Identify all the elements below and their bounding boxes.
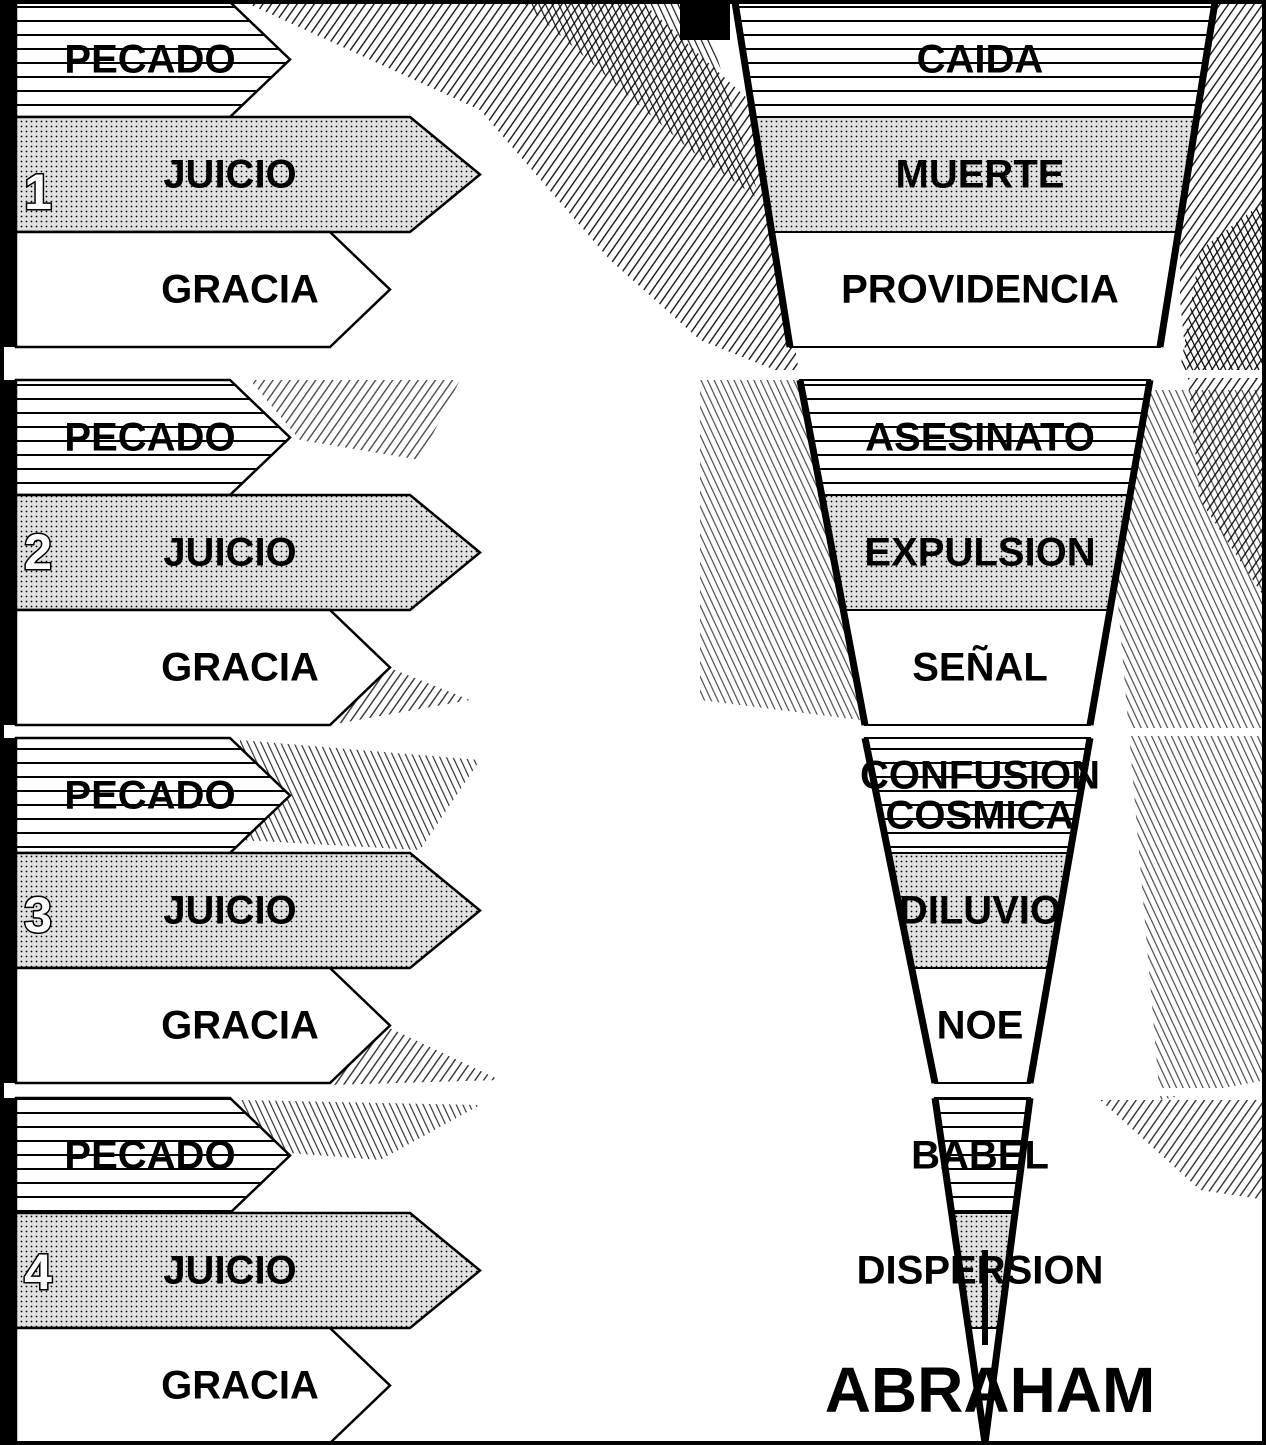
pecado-label: PECADO	[64, 416, 235, 460]
juicio-arrow	[14, 1211, 482, 1330]
gracia-label: GRACIA	[161, 1004, 319, 1048]
band-separator	[0, 728, 1266, 736]
inverted-triangle-outline	[861, 737, 1094, 1084]
inverted-triangle-outline	[931, 1097, 1034, 1444]
dispersion-label: DISPERSION	[857, 1249, 1104, 1293]
muerte-label: MUERTE	[896, 153, 1065, 197]
juicio-arrow	[14, 493, 482, 612]
gracia-arrow	[14, 608, 392, 727]
left-bar	[4, 2, 16, 347]
pecado-arrow	[14, 1096, 292, 1215]
gracia-label: GRACIA	[161, 268, 319, 312]
caida-label: CAIDA	[917, 38, 1044, 82]
cycle-1: PECADO JUICIO GRACIA 1 CAIDA MUERTE PROVIDENCI…	[4, 0, 1219, 349]
pecado-arrow	[14, 736, 292, 855]
expulsion-label: EXPULSION	[864, 531, 1095, 575]
juicio-arrow	[14, 115, 482, 234]
juicio-label: JUICIO	[163, 531, 296, 575]
gracia-label: GRACIA	[161, 646, 319, 690]
gracia-arrow	[14, 1326, 392, 1445]
pecado-arrow	[14, 378, 292, 497]
providencia-label: PROVIDENCIA	[841, 268, 1119, 312]
senal-label: SEÑAL	[912, 644, 1048, 690]
left-bar	[4, 380, 16, 725]
pecado-label: PECADO	[64, 1134, 235, 1178]
pecado-label: PECADO	[64, 774, 235, 818]
juicio-arrow	[14, 851, 482, 970]
abraham-label: ABRAHAM	[825, 1354, 1156, 1426]
cycle-2: PECADO JUICIO GRACIA 2 ASESINATO EXPULSION SEÑ…	[0, 370, 1266, 727]
diluvio-label: DILUVIO	[899, 889, 1061, 933]
band-separator	[0, 1088, 1266, 1096]
asesinato-label: ASESINATO	[865, 416, 1095, 460]
cycle-4: PECADO JUICIO GRACIA 4 BABEL DISPERSION	[0, 1088, 1266, 1445]
noe-label: NOE	[937, 1004, 1024, 1048]
inverted-triangle-outline	[731, 1, 1219, 348]
gracia-arrow	[14, 230, 392, 349]
left-bar	[4, 1098, 16, 1443]
inverted-triangle-outline	[796, 379, 1154, 726]
band-separator	[0, 370, 1266, 378]
cycle-number: 2	[24, 524, 52, 580]
babel-label: BABEL	[911, 1134, 1049, 1178]
juicio-label: JUICIO	[163, 1249, 296, 1293]
pecado-label: PECADO	[64, 38, 235, 82]
cycle-number: 1	[24, 164, 52, 220]
gracia-label: GRACIA	[161, 1364, 319, 1408]
cycle-number: 3	[24, 887, 52, 943]
cycle-number: 4	[24, 1244, 52, 1300]
juicio-label: JUICIO	[163, 153, 296, 197]
left-bar	[4, 738, 16, 1083]
gracia-arrow	[14, 966, 392, 1085]
juicio-label: JUICIO	[163, 889, 296, 933]
